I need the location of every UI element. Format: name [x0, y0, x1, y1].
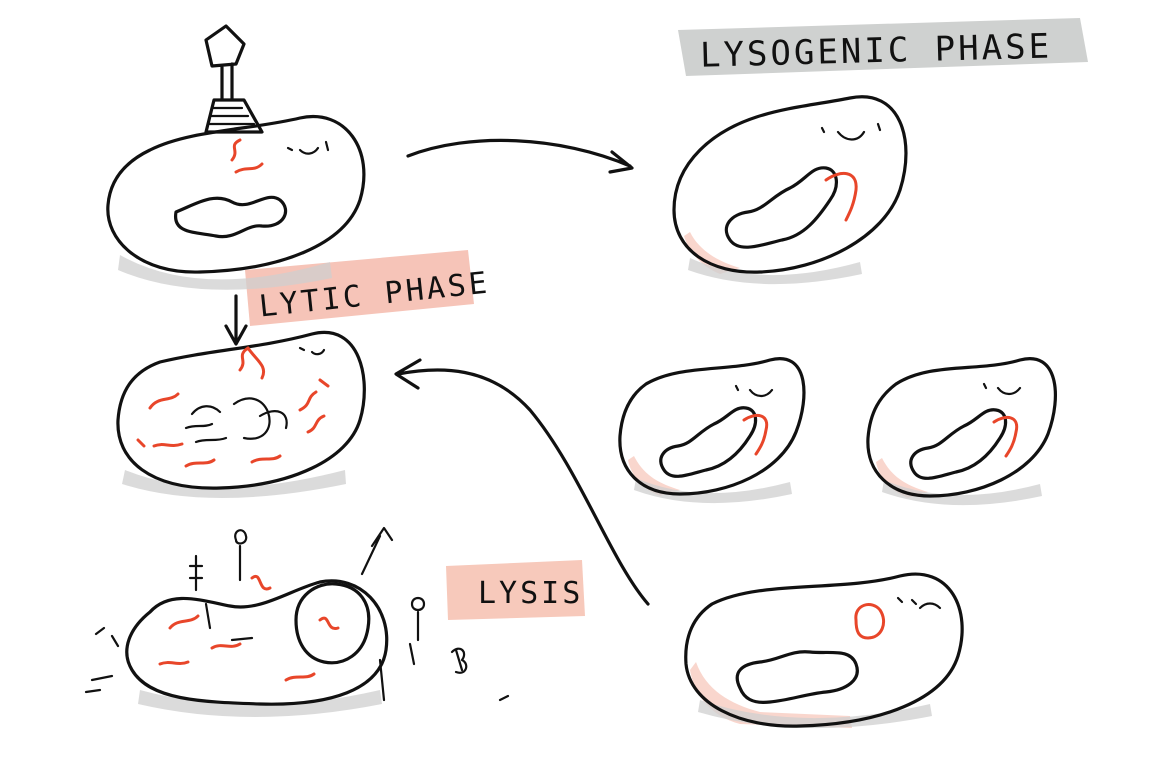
- arrow-to-lysogenic: [406, 138, 634, 174]
- lysed-cell: [84, 526, 510, 717]
- lysogenic-cell: [672, 95, 908, 285]
- phage-on-cell: [204, 24, 264, 134]
- lytic-cell: [116, 330, 366, 498]
- infected-cell: [106, 24, 366, 290]
- daughter-cell-left: [618, 357, 806, 504]
- lysogenic-phase-label: LYSOGENIC PHASE: [700, 27, 1053, 76]
- excised-phage-dna: [854, 603, 885, 640]
- lysogenic-label-highlight: [678, 18, 1088, 76]
- lysis-label: LYSIS: [478, 576, 583, 611]
- daughter-cell-right: [866, 357, 1058, 506]
- arrow-lysogenic-to-lytic: [394, 358, 650, 606]
- lytic-label-highlight: [245, 250, 474, 326]
- lysis-label-highlight: [446, 560, 585, 620]
- arrow-to-lytic: [224, 294, 248, 346]
- induced-cell: [684, 572, 964, 729]
